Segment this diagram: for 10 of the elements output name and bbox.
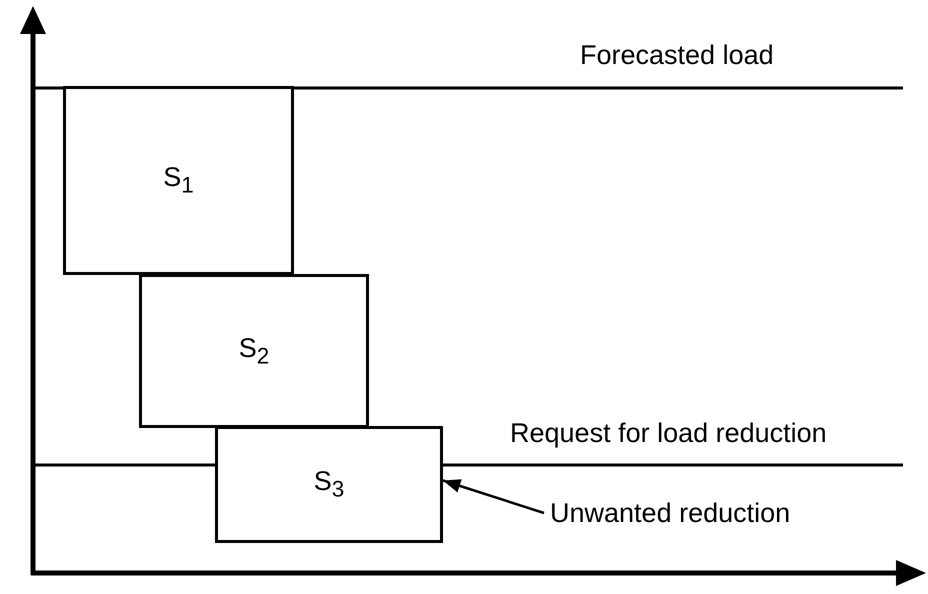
line-label: Forecasted load [580,40,774,71]
block-label: S$_{1}$ [163,162,194,199]
annotation-text: Unwanted reduction [550,498,790,528]
block-label: S$_{2}$ [238,332,270,370]
load-block [215,426,443,543]
leader-arrow [442,479,544,514]
block-label: S$_{3}$ [314,466,344,503]
line-label: Request for load reduction [510,418,827,449]
load-block [63,86,294,275]
load-block [139,274,369,428]
